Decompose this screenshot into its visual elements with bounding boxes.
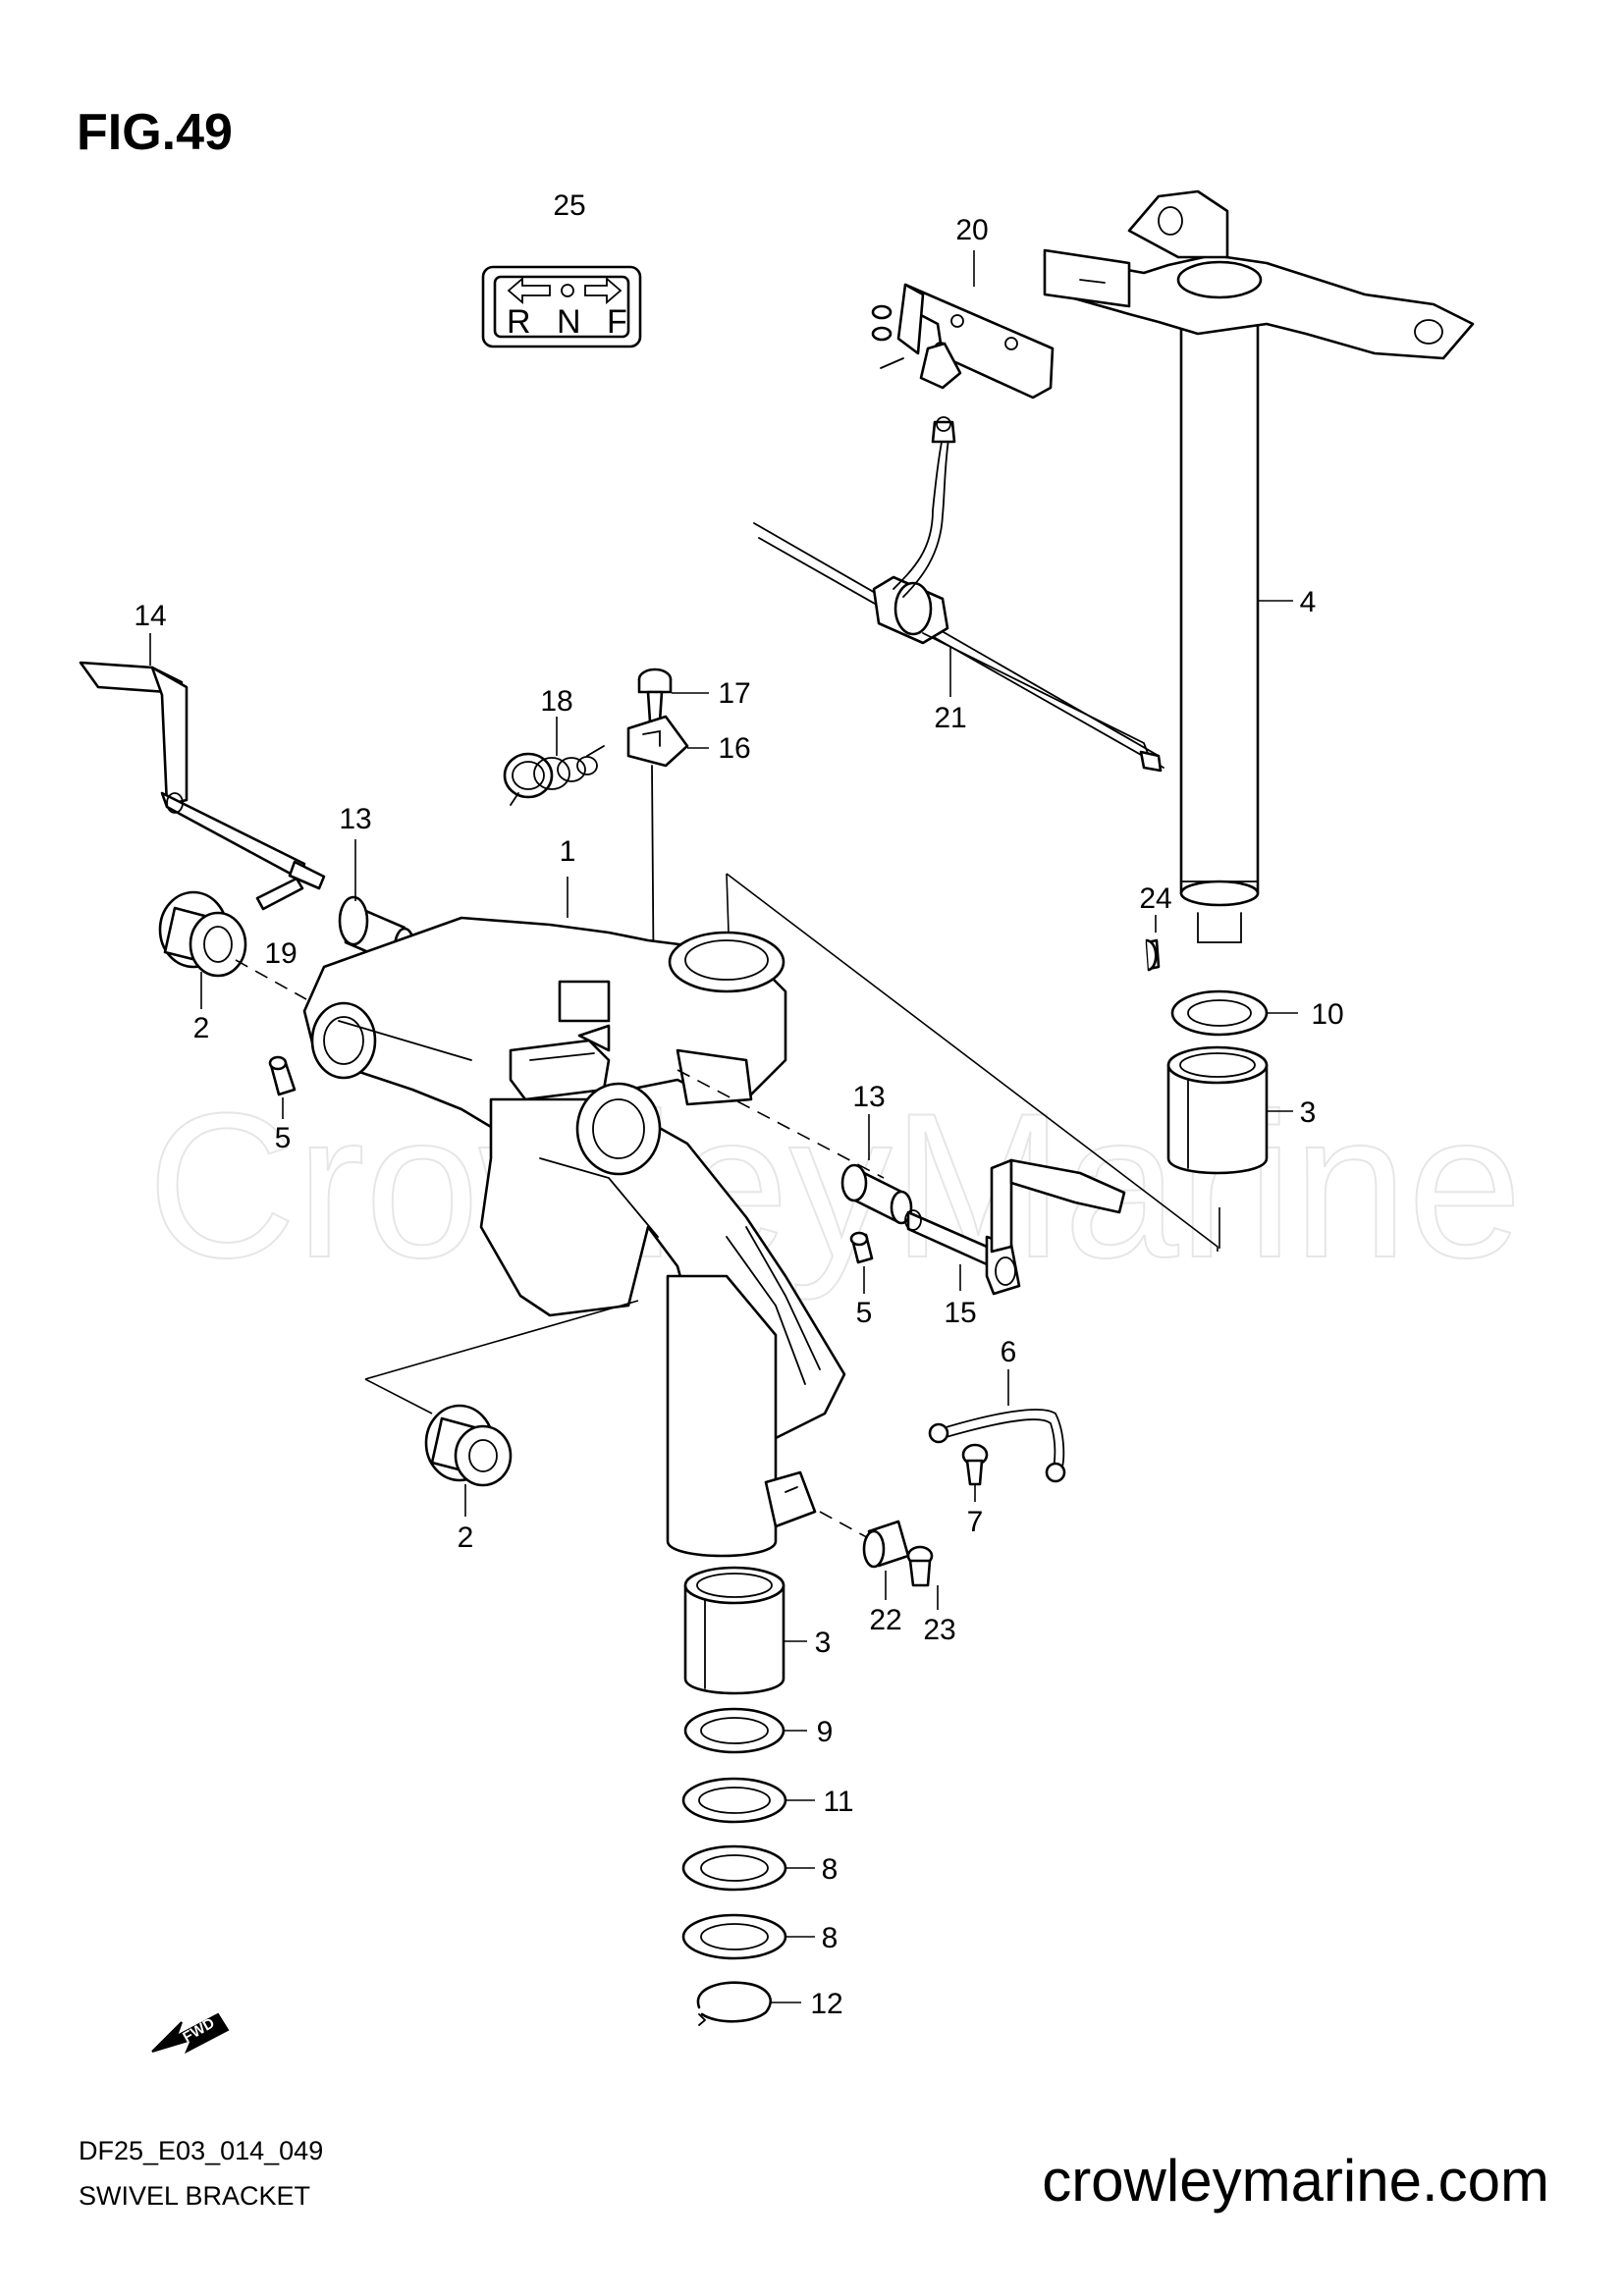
part-3-bushing-lower[interactable] (683, 1566, 785, 1695)
part-23-bolt[interactable] (906, 1545, 934, 1587)
callout-7[interactable]: 7 (967, 1506, 984, 1538)
callout-13-lower[interactable]: 13 (852, 1081, 885, 1113)
watermark-text: CrowleyMarine (147, 1070, 1522, 1301)
callout-2-lower[interactable]: 2 (458, 1522, 474, 1554)
part-21-shift-rod[interactable] (753, 416, 1164, 773)
callout-25[interactable]: 25 (553, 189, 585, 222)
part-11-washer[interactable] (681, 1777, 787, 1824)
figure-title: FIG.49 (77, 104, 233, 161)
part-25-shift-plate[interactable]: R N F (481, 265, 642, 348)
website-link[interactable]: crowleymarine.com (1042, 2148, 1549, 2214)
callout-20[interactable]: 20 (955, 214, 988, 246)
part-2-bushing-lower[interactable] (364, 1300, 639, 1487)
callout-14[interactable]: 14 (134, 600, 166, 632)
callout-24[interactable]: 24 (1139, 882, 1171, 915)
callout-1[interactable]: 1 (560, 835, 576, 868)
part-24-key[interactable] (1145, 938, 1161, 972)
callout-10[interactable]: 10 (1311, 998, 1343, 1031)
part-4-steering-shaft[interactable] (1043, 189, 1475, 943)
shift-letter-r: R (507, 303, 531, 341)
callout-2-upper[interactable]: 2 (193, 1012, 210, 1044)
callout-15[interactable]: 15 (944, 1297, 976, 1329)
shift-letter-n: N (557, 303, 581, 341)
callout-layer: 25 20 4 14 18 17 16 21 13 1 19 2 5 24 10… (134, 189, 1343, 2020)
callout-16[interactable]: 16 (718, 732, 750, 765)
part-16-clip[interactable] (626, 715, 689, 768)
part-9-washer[interactable] (683, 1707, 785, 1754)
callout-5-right[interactable]: 5 (856, 1297, 873, 1329)
part-1-swivel-bracket[interactable] (302, 916, 846, 1558)
callout-8-lower[interactable]: 8 (822, 1922, 839, 1954)
part-17-bolt[interactable] (637, 667, 673, 723)
callout-5-left[interactable]: 5 (275, 1122, 292, 1154)
callout-22[interactable]: 22 (869, 1604, 901, 1636)
part-10-washer[interactable] (1170, 989, 1269, 1037)
part-20-plate[interactable] (871, 283, 1055, 400)
part-14-lever[interactable] (79, 661, 326, 890)
part-8-washer-lower[interactable] (681, 1913, 787, 1960)
callout-19[interactable]: 19 (264, 937, 297, 970)
part-13-bush-lower[interactable] (840, 1163, 913, 1225)
callout-12[interactable]: 12 (810, 1988, 842, 2020)
callout-8-upper[interactable]: 8 (822, 1853, 839, 1886)
figure-name: SWIVEL BRACKET (79, 2181, 310, 2211)
callout-17[interactable]: 17 (718, 677, 750, 710)
callout-13-upper[interactable]: 13 (339, 803, 371, 835)
callout-21[interactable]: 21 (934, 702, 966, 734)
part-6-ground-wire[interactable] (928, 1409, 1066, 1483)
part-7-screw[interactable] (961, 1443, 989, 1486)
part-22-collar[interactable] (819, 1511, 910, 1569)
figure-code: DF25_E03_014_049 (79, 2136, 323, 2165)
callout-23[interactable]: 23 (923, 1614, 955, 1646)
part-5-nipple-right[interactable] (849, 1231, 874, 1264)
fwd-arrow-icon: FWD (151, 2012, 230, 2055)
part-15-lever[interactable] (904, 1158, 1126, 1296)
shift-letter-f: F (607, 303, 627, 341)
callout-18[interactable]: 18 (540, 685, 572, 718)
part-18-spring[interactable] (503, 745, 605, 806)
part-3-bushing-upper[interactable] (1166, 1045, 1269, 1175)
part-5-nipple-left[interactable] (268, 1055, 297, 1096)
callout-9[interactable]: 9 (817, 1716, 834, 1748)
part-12-snap-ring[interactable] (696, 1981, 772, 2026)
callout-3-upper[interactable]: 3 (1300, 1096, 1317, 1129)
callout-6[interactable]: 6 (1001, 1336, 1017, 1368)
part-8-washer-upper[interactable] (681, 1844, 787, 1892)
callout-3-lower[interactable]: 3 (815, 1627, 832, 1659)
part-19-pin[interactable] (255, 877, 304, 911)
callout-4[interactable]: 4 (1300, 586, 1317, 618)
callout-11[interactable]: 11 (823, 1786, 853, 1818)
part-2-bushing-upper[interactable] (158, 890, 247, 978)
